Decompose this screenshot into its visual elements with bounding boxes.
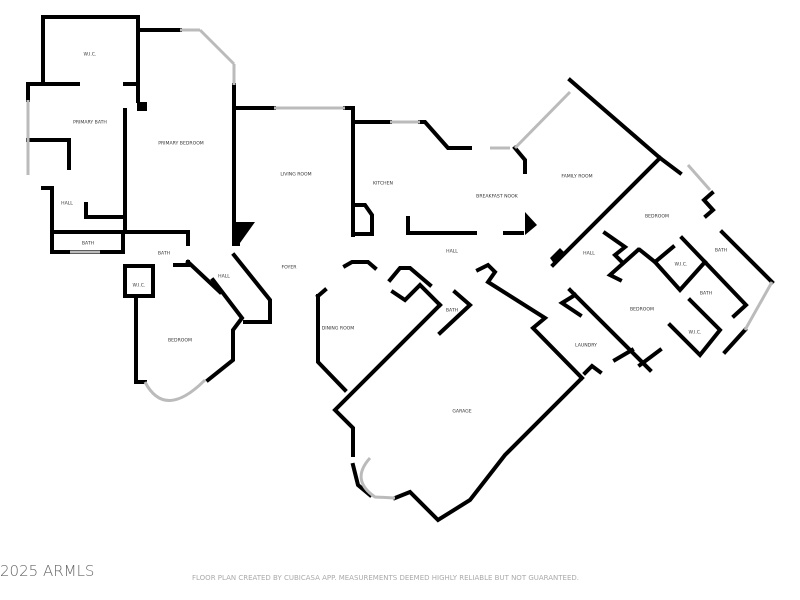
wall — [567, 287, 653, 373]
wall — [418, 120, 472, 150]
walls — [26, 15, 775, 523]
wall-block — [137, 102, 147, 111]
wall — [582, 363, 603, 376]
room-label: FAMILY ROOM — [561, 174, 592, 180]
room-label: FOYER — [282, 265, 298, 271]
window — [686, 164, 712, 191]
wall — [332, 302, 443, 457]
room-label: W.I.C. — [84, 52, 97, 58]
wall — [612, 347, 635, 363]
room-labels: W.I.C. PRIMARY BATH PRIMARY BEDROOM LIVI… — [61, 52, 727, 415]
room-label: BATH — [158, 251, 170, 257]
bay-window — [143, 378, 207, 402]
wall — [475, 262, 585, 381]
wall — [26, 138, 71, 170]
wall-block — [550, 248, 565, 265]
wall — [701, 190, 716, 219]
wall — [350, 462, 373, 498]
wall — [567, 77, 683, 176]
window — [198, 28, 236, 66]
wall — [232, 106, 240, 246]
room-label: HALL — [446, 249, 458, 255]
wall — [392, 377, 583, 523]
wall — [134, 294, 147, 384]
room-label: W.I.C. — [689, 330, 702, 336]
wall — [406, 216, 477, 235]
wall — [351, 203, 374, 236]
window — [513, 90, 572, 150]
wall — [231, 252, 272, 324]
bay-window — [359, 456, 396, 500]
wall — [387, 266, 433, 288]
wall-block — [525, 212, 537, 235]
room-label: HALL — [583, 251, 595, 257]
room-label: PRIMARY BEDROOM — [158, 141, 204, 147]
wall — [343, 106, 355, 237]
room-label: BEDROOM — [168, 338, 192, 344]
room-label: BATH — [82, 241, 94, 247]
wall — [637, 244, 676, 265]
wall — [41, 186, 54, 234]
wall — [316, 294, 348, 393]
wall — [205, 277, 245, 383]
wall — [679, 235, 749, 319]
wall-block — [234, 222, 255, 243]
wall — [637, 347, 663, 368]
room-label: PRIMARY BATH — [73, 120, 107, 126]
windows — [26, 28, 774, 500]
room-label: HALL — [218, 274, 230, 280]
room-label: LIVING ROOM — [280, 172, 311, 178]
wall — [437, 289, 473, 336]
room-label: DINING ROOM — [322, 326, 355, 332]
wall — [550, 155, 663, 268]
room-label: GARAGE — [452, 409, 471, 415]
room-label: BATH — [700, 291, 712, 297]
wall — [722, 327, 748, 355]
wall — [719, 229, 775, 285]
room-label: HALL — [61, 201, 73, 207]
wall — [602, 230, 629, 266]
wall — [652, 259, 708, 294]
wall — [41, 15, 140, 103]
room-label: BEDROOM — [630, 307, 654, 313]
wall — [390, 282, 443, 308]
wall — [50, 108, 127, 254]
disclaimer: FLOOR PLAN CREATED BY CUBICASA APP. MEAS… — [192, 574, 579, 582]
room-label: BREAKFAST NOOK — [476, 194, 519, 200]
wall — [84, 202, 127, 219]
room-label: LAUNDRY — [575, 343, 597, 349]
wall — [123, 264, 155, 298]
room-label: KITCHEN — [373, 181, 393, 187]
wall — [606, 247, 641, 283]
room-label: W.I.C. — [675, 262, 688, 268]
wall — [185, 259, 223, 295]
wall — [342, 260, 378, 271]
wall — [123, 230, 190, 246]
wall — [558, 292, 583, 318]
room-label: BATH — [446, 308, 458, 314]
wall — [512, 145, 527, 174]
room-label: W.I.C. — [133, 283, 146, 289]
copyright-watermark: 2025 ARMLS — [0, 562, 95, 580]
window — [743, 281, 774, 331]
room-label: BEDROOM — [645, 214, 669, 220]
wall — [667, 297, 723, 358]
room-label: BATH — [715, 248, 727, 254]
